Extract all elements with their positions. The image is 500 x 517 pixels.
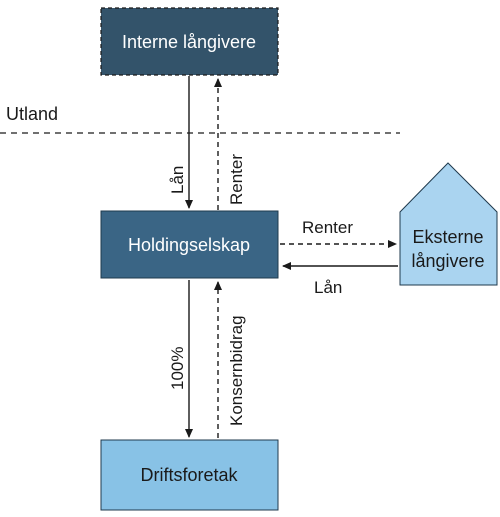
external-lenders-label-line1: Eksterne (412, 227, 483, 247)
loan-internal-label: Lån (168, 166, 187, 194)
operating-company-label: Driftsforetak (140, 465, 238, 485)
ownership-label: 100% (168, 347, 187, 390)
group-contribution-label: Konsernbidrag (227, 315, 246, 426)
internal-lenders-box: Interne långivere (100, 7, 279, 76)
holding-company-label: Holdingselskap (128, 235, 250, 255)
interest-internal-label: Renter (227, 154, 246, 205)
region-label-utland: Utland (6, 104, 58, 124)
external-lenders-house: Eksterne långivere (399, 162, 498, 286)
holding-company-box: Holdingselskap (100, 210, 279, 279)
operating-company-box: Driftsforetak (100, 439, 279, 511)
external-lenders-label-line2: långivere (411, 251, 484, 271)
loan-external-label: Lån (314, 278, 342, 297)
interest-external-label: Renter (302, 218, 353, 237)
internal-lenders-label: Interne långivere (122, 32, 256, 52)
